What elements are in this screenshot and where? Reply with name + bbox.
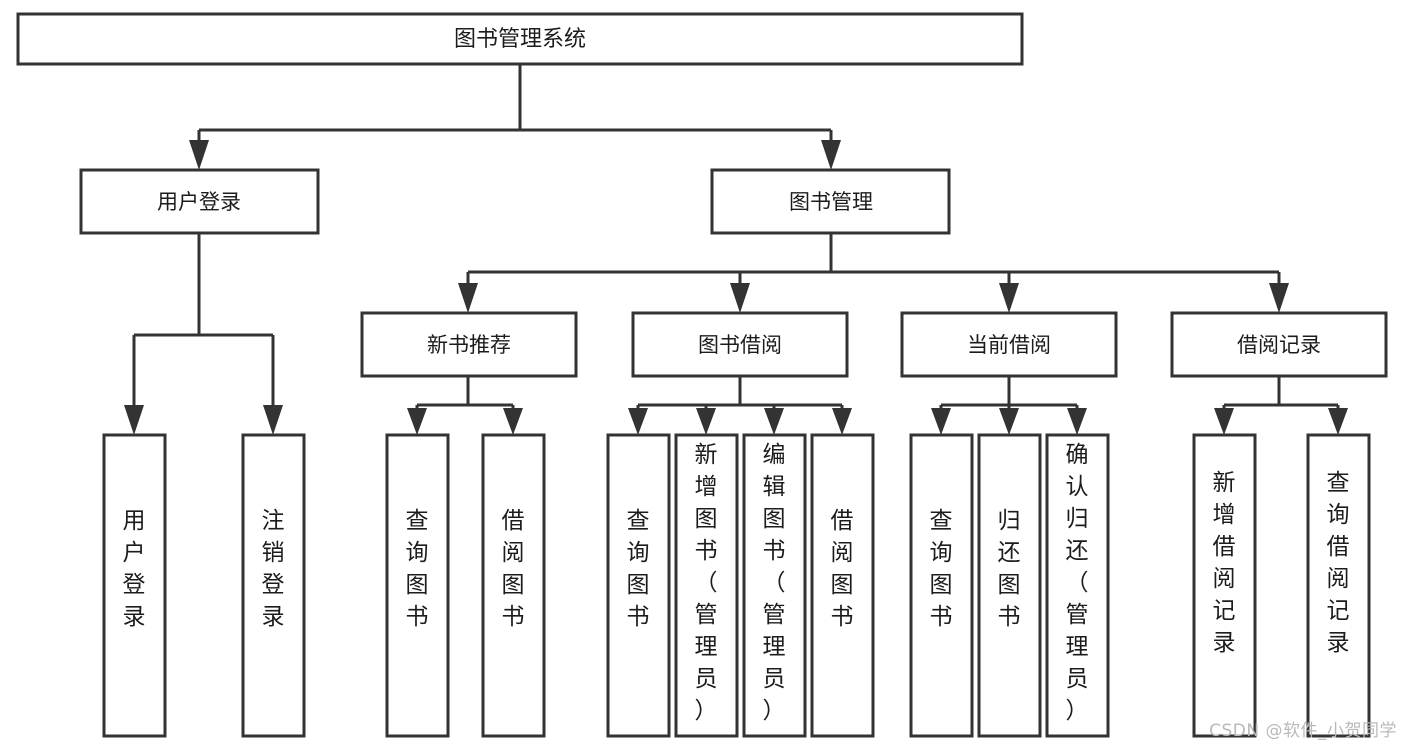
leaf-node-return-book[interactable]: 归还图书 bbox=[977, 433, 1042, 738]
leaf-query-book-1-box[interactable] bbox=[385, 433, 450, 738]
node-root[interactable]: 图书管理系统 bbox=[16, 12, 1024, 66]
node-current-borrow-box[interactable] bbox=[900, 311, 1118, 378]
node-user-login-box[interactable] bbox=[79, 168, 320, 235]
arrowhead-icon bbox=[730, 283, 750, 313]
leaf-borrow-book-1-box[interactable] bbox=[481, 433, 546, 738]
node-borrow-record-box[interactable] bbox=[1170, 311, 1388, 378]
node-new-book-recommend-box[interactable] bbox=[360, 311, 578, 378]
connector-currentborrow-to-leaves bbox=[931, 376, 1087, 435]
leaf-edit-book-box[interactable] bbox=[742, 433, 807, 738]
connector-root-to-level2 bbox=[189, 64, 841, 170]
leaf-user-login-label: 用户登录 bbox=[123, 508, 146, 630]
node-borrow-record[interactable]: 借阅记录 bbox=[1170, 311, 1388, 378]
node-new-book-recommend[interactable]: 新书推荐 bbox=[360, 311, 578, 378]
leaf-node-query-book-1[interactable]: 查询图书 bbox=[385, 433, 450, 738]
node-book-management[interactable]: 图书管理 bbox=[710, 168, 951, 235]
node-book-borrow[interactable]: 图书借阅 bbox=[631, 311, 849, 378]
leaf-node-add-book[interactable]: 新增图书（管理员） bbox=[674, 433, 739, 738]
arrowhead-icon bbox=[999, 283, 1019, 313]
leaf-node-query-record[interactable]: 查询借阅记录 bbox=[1306, 433, 1371, 738]
leaf-borrow-book-1-label: 借阅图书 bbox=[502, 508, 525, 630]
connector-userlogin-to-leaves bbox=[124, 233, 283, 435]
leaf-add-book-label: 新增图书（管理员） bbox=[695, 442, 718, 724]
node-current-borrow-label: 当前借阅 bbox=[967, 333, 1051, 357]
node-new-book-recommend-label: 新书推荐 bbox=[427, 333, 511, 357]
leaf-node-query-book-3[interactable]: 查询图书 bbox=[909, 433, 974, 738]
arrowhead-icon bbox=[821, 140, 841, 170]
arrowhead-icon bbox=[189, 140, 209, 170]
leaf-query-book-3-box[interactable] bbox=[909, 433, 974, 738]
leaf-user-login-box[interactable] bbox=[102, 433, 167, 738]
node-book-management-box[interactable] bbox=[710, 168, 951, 235]
leaf-node-user-login[interactable]: 用户登录 bbox=[102, 433, 167, 738]
leaf-query-record-label: 查询借阅记录 bbox=[1327, 470, 1350, 656]
arrowhead-icon bbox=[696, 408, 716, 435]
leaf-node-confirm-return[interactable]: 确认归还（管理员） bbox=[1045, 433, 1110, 738]
arrowhead-icon bbox=[124, 405, 144, 435]
arrowhead-icon bbox=[263, 405, 283, 435]
leaf-node-borrow-book-1[interactable]: 借阅图书 bbox=[481, 433, 546, 738]
leaf-node-edit-book[interactable]: 编辑图书（管理员） bbox=[742, 433, 807, 738]
leaf-query-book-2-label: 查询图书 bbox=[627, 508, 650, 630]
arrowhead-icon bbox=[832, 408, 852, 435]
leaf-logout-login-label: 注销登录 bbox=[262, 508, 285, 630]
leaf-edit-book-label: 编辑图书（管理员） bbox=[763, 442, 786, 724]
leaf-borrow-book-2-label: 借阅图书 bbox=[831, 508, 854, 630]
arrowhead-icon bbox=[458, 283, 478, 313]
leaf-node-logout-login[interactable]: 注销登录 bbox=[241, 433, 306, 738]
node-current-borrow[interactable]: 当前借阅 bbox=[900, 311, 1118, 378]
leaf-node-query-book-2[interactable]: 查询图书 bbox=[606, 433, 671, 738]
arrowhead-icon bbox=[999, 408, 1019, 435]
node-user-login[interactable]: 用户登录 bbox=[79, 168, 320, 235]
arrowhead-icon bbox=[1328, 408, 1348, 435]
connector-bookmanagement-to-level3 bbox=[458, 233, 1289, 313]
arrowhead-icon bbox=[503, 408, 523, 435]
leaf-node-add-record[interactable]: 新增借阅记录 bbox=[1192, 433, 1257, 738]
node-root-label: 图书管理系统 bbox=[454, 27, 586, 52]
leaf-query-book-3-label: 查询图书 bbox=[930, 508, 953, 630]
node-book-borrow-label: 图书借阅 bbox=[698, 333, 782, 357]
leaf-query-book-1-label: 查询图书 bbox=[406, 508, 429, 630]
arrowhead-icon bbox=[628, 408, 648, 435]
arrowhead-icon bbox=[1214, 408, 1234, 435]
leaf-add-book-box[interactable] bbox=[674, 433, 739, 738]
node-book-borrow-box[interactable] bbox=[631, 311, 849, 378]
node-borrow-record-label: 借阅记录 bbox=[1237, 333, 1321, 357]
leaf-logout-login-box[interactable] bbox=[241, 433, 306, 738]
arrowhead-icon bbox=[1067, 408, 1087, 435]
arrowhead-icon bbox=[931, 408, 951, 435]
arrowhead-icon bbox=[1269, 283, 1289, 313]
connector-newbook-to-leaves bbox=[407, 376, 523, 435]
leaf-return-book-box[interactable] bbox=[977, 433, 1042, 738]
node-root-box[interactable] bbox=[16, 12, 1024, 66]
leaf-return-book-label: 归还图书 bbox=[998, 508, 1021, 630]
leaf-borrow-book-2-box[interactable] bbox=[810, 433, 875, 738]
leaf-confirm-return-label: 确认归还（管理员） bbox=[1066, 442, 1089, 724]
node-book-management-label: 图书管理 bbox=[789, 190, 873, 214]
leaf-confirm-return-box[interactable] bbox=[1045, 433, 1110, 738]
leaf-query-record-box[interactable] bbox=[1306, 433, 1371, 738]
leaf-add-record-box[interactable] bbox=[1192, 433, 1257, 738]
arrowhead-icon bbox=[764, 408, 784, 435]
arrowhead-icon bbox=[407, 408, 427, 435]
node-user-login-label: 用户登录 bbox=[157, 190, 241, 214]
leaf-node-borrow-book-2[interactable]: 借阅图书 bbox=[810, 433, 875, 738]
leaf-query-book-2-box[interactable] bbox=[606, 433, 671, 738]
leaf-add-record-label: 新增借阅记录 bbox=[1213, 470, 1236, 656]
connector-bookborrow-to-leaves bbox=[628, 376, 852, 435]
connector-borrowrecord-to-leaves bbox=[1214, 376, 1348, 435]
